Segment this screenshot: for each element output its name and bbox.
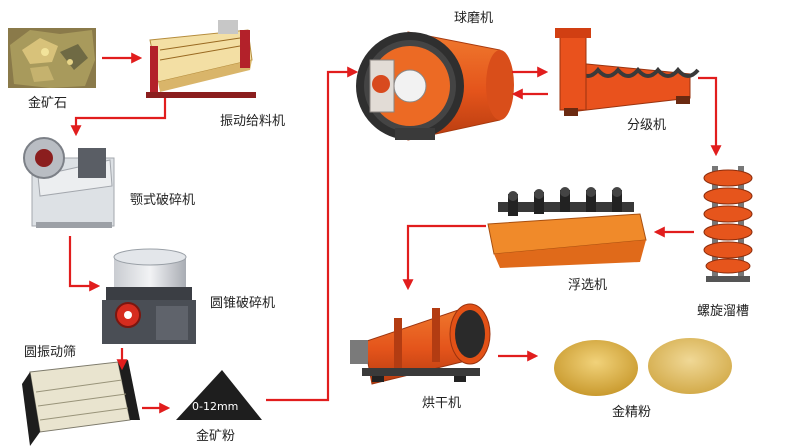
label-classifier: 分级机 (627, 118, 667, 133)
flotation-machine-image (487, 187, 647, 268)
arrow-feeder-to-jaw (70, 98, 167, 137)
spiral-chute-image (703, 166, 753, 282)
label-powder-size: 0-12mm (192, 400, 239, 413)
label-spiral-chute: 螺旋溜槽 (697, 304, 750, 319)
label-cone-crusher: 圆锥破碎机 (210, 296, 276, 311)
arrow-classifier-to-spiral (698, 76, 722, 157)
gold-powder-pile (176, 370, 262, 420)
classifier-image (555, 28, 700, 116)
label-flotation-machine: 浮选机 (568, 278, 608, 293)
label-gold-ore: 金矿石 (28, 96, 68, 111)
arrow-flotation-to-dryer (402, 224, 486, 291)
flow-arrows (68, 52, 722, 414)
label-rotary-dryer: 烘干机 (422, 396, 462, 411)
jaw-crusher-image (23, 137, 115, 228)
vibrating-feeder-image (146, 20, 256, 98)
gold-ore-image (8, 28, 96, 88)
vibrating-screen-image (22, 360, 140, 446)
label-ball-mill: 球磨机 (454, 11, 494, 26)
label-gold-concentrate: 金精粉 (612, 405, 652, 420)
cone-crusher-image (102, 248, 196, 344)
label-vibrating-feeder: 振动给料机 (220, 114, 286, 129)
label-gold-powder: 金矿粉 (196, 429, 236, 444)
ball-mill-image (356, 31, 514, 141)
rotary-dryer-image (350, 303, 491, 385)
arrow-powder-to-ballmill (266, 66, 359, 402)
gold-concentrate-image (552, 334, 736, 396)
arrow-jaw-to-cone (68, 236, 101, 292)
label-vibrating-screen: 圆振动筛 (24, 345, 77, 360)
label-jaw-crusher: 颚式破碎机 (130, 193, 196, 208)
